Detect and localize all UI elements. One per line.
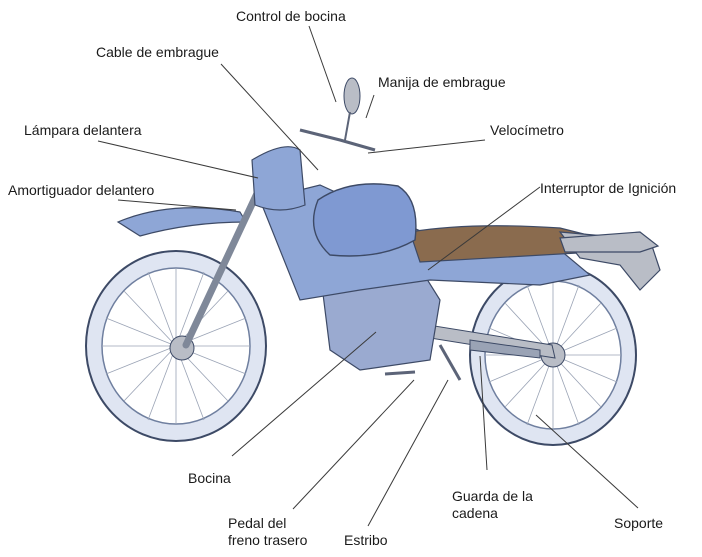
- chain-guard: [469, 339, 541, 359]
- label-velocimetro: Velocímetro: [490, 122, 564, 138]
- label-soporte: Soporte: [614, 515, 664, 531]
- label-guarda-cadena-line2: cadena: [452, 505, 498, 521]
- label-estribo: Estribo: [344, 532, 388, 548]
- label-guarda-cadena-line1: Guarda de la: [452, 488, 533, 504]
- label-cable-embrague: Cable de embrague: [96, 44, 219, 60]
- label-interruptor-ignicion: Interruptor de Ignición: [540, 180, 677, 196]
- handlebar: [299, 128, 376, 152]
- label-pedal-freno-line2: freno trasero: [228, 532, 308, 548]
- mirror: [343, 77, 361, 115]
- label-control-bocina: Control de bocina: [236, 8, 346, 24]
- label-manija-embrague: Manija de embrague: [378, 74, 506, 90]
- front-fender: [116, 207, 248, 237]
- fuel-tank: [312, 183, 417, 257]
- label-guarda-cadena: Guarda de la cadena: [452, 488, 533, 522]
- label-lampara-delantera: Lámpara delantera: [24, 122, 142, 138]
- front-wheel: [85, 250, 267, 442]
- label-pedal-freno-trasero: Pedal del freno trasero: [228, 515, 307, 549]
- exhaust: [559, 231, 660, 253]
- leader-lines: [97, 25, 639, 527]
- label-pedal-freno-line1: Pedal del: [228, 515, 287, 531]
- headlamp-housing: [251, 146, 306, 211]
- kickstand: [438, 344, 462, 381]
- footrest: [384, 370, 416, 376]
- label-bocina: Bocina: [188, 470, 231, 486]
- label-amortiguador-delantero: Amortiguador delantero: [8, 182, 155, 198]
